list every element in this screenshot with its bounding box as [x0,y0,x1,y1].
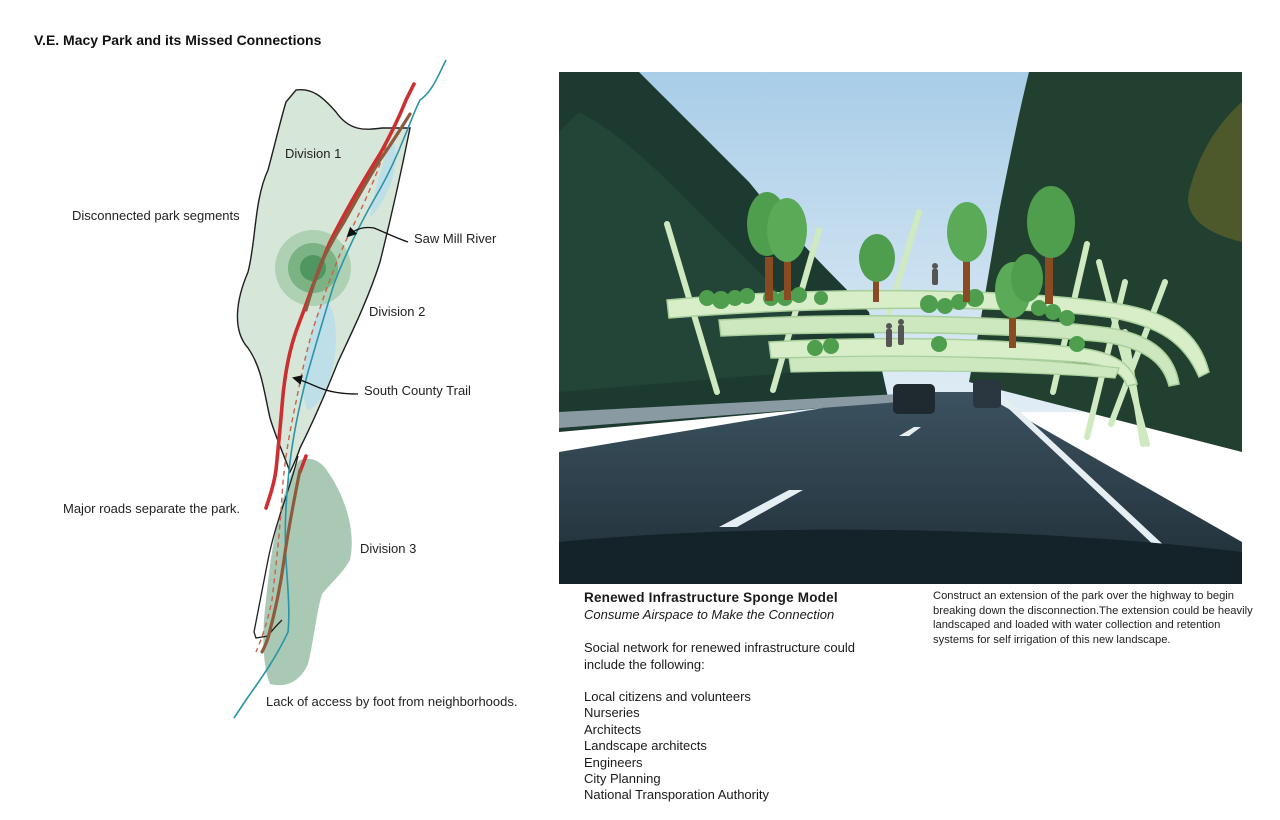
shrubs [699,287,1085,356]
right-foliage-autumn [1188,102,1242,242]
saw-mill-river-line [233,59,447,719]
people-silhouettes [886,263,938,347]
node-inner-ring [300,255,326,281]
label-lack-of-access: Lack of access by foot from neighborhood… [266,694,518,709]
page-title: V.E. Macy Park and its Missed Connection… [34,32,322,48]
label-division-1: Division 1 [285,146,342,161]
park-division-3-area [263,458,352,686]
list-item: Nurseries [584,705,640,721]
south-county-trail-arrow [292,375,359,395]
park-decks [666,289,1210,387]
lane-marking-1 [719,490,803,527]
label-disconnected-segments: Disconnected park segments [72,208,240,223]
lane-marking-2 [899,427,921,436]
road-brown-south [260,468,302,654]
label-major-roads: Major roads separate the park. [63,501,241,516]
trail-dashed-line [255,145,387,653]
list-item: Engineers [584,754,643,770]
sponge-model-subtitle: Consume Airspace to Make the Connection [584,607,835,622]
guard-rail [559,394,899,428]
sponge-model-title: Renewed Infrastructure Sponge Model [584,590,838,605]
list-item: Local citizens and volunteers [584,689,751,704]
highway-overpass-rendering [559,72,1242,584]
list-item: Landscape architects [584,738,707,754]
water-body-north [370,138,396,218]
label-division-3: Division 3 [360,541,417,556]
label-south-county-trail: South County Trail [364,383,471,398]
car-dashboard [559,529,1242,584]
water-body [302,300,336,410]
road-brown-north [304,112,412,312]
deck-trees [747,186,1075,348]
saw-mill-river-arrow [346,226,409,243]
label-division-2: Division 2 [369,304,426,319]
list-item: City Planning [584,771,661,787]
road-edge-line [991,392,1169,550]
social-network-list: Local citizens and volunteers Nurseries … [584,689,769,804]
list-item: Architects [584,721,642,737]
car-right [973,380,1001,408]
park-division-3-boundary [253,455,299,639]
list-item: National Transporation Authority [584,787,769,803]
social-network-intro: Social network for renewed infrastructur… [584,640,855,672]
label-saw-mill-river: Saw Mill River [414,231,497,246]
extension-description: Construct an extension of the park over … [933,590,1253,646]
park-map [233,59,447,719]
major-road-red-line [264,82,416,510]
car-left [893,384,935,414]
